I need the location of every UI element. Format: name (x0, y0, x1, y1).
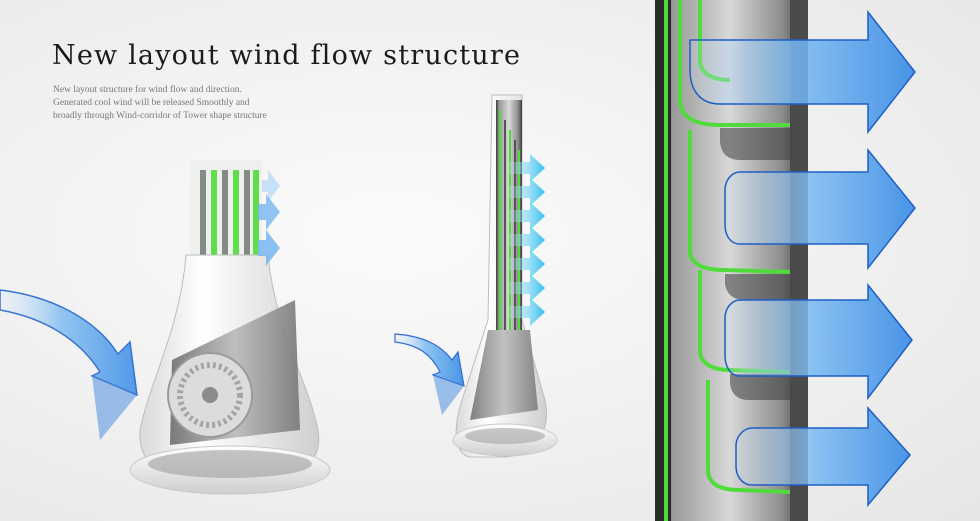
inflow-arrow-tower (394, 333, 465, 415)
fan-large (129, 160, 331, 495)
description-line-1: New layout structure for wind flow and d… (53, 85, 242, 95)
fan-large-vanes (200, 170, 259, 305)
outflow-arrows-detail (689, 9, 916, 508)
outflow-arrows-large (258, 170, 280, 266)
description-line-2: Generated cool wind will be released Smo… (53, 98, 250, 108)
page-title: New layout wind flow structure (52, 40, 522, 71)
corridor-lines (664, 0, 791, 521)
outflow-arrows-tower (508, 154, 545, 326)
description-line-3: broadly through Wind-corridor of Tower s… (53, 111, 267, 121)
fan-tower (452, 94, 558, 458)
description: New layout structure for wind flow and d… (53, 84, 267, 123)
inflow-arrow-large (0, 289, 138, 440)
